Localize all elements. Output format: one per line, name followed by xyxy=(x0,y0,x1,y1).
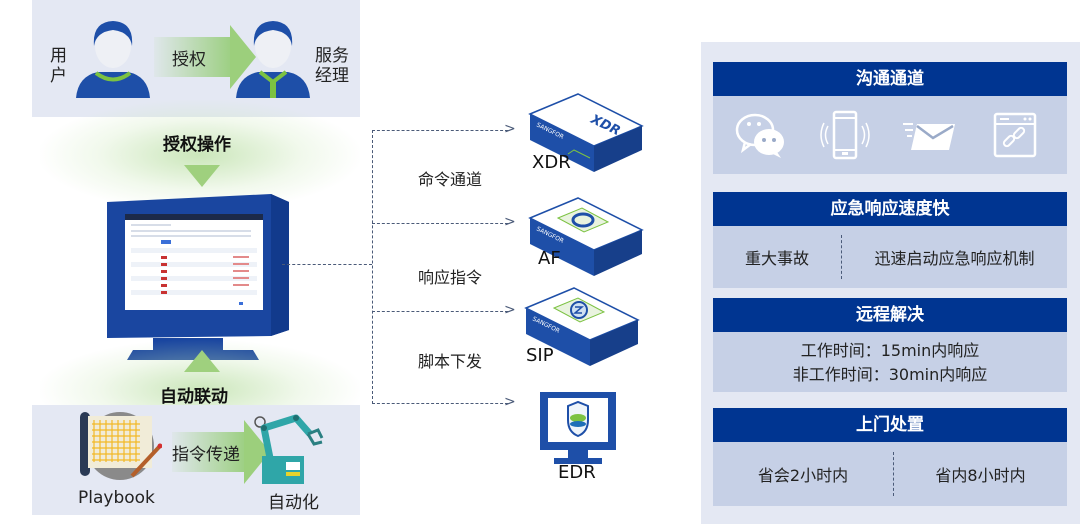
emergency-response-card: 应急响应速度快 重大事故 迅速启动应急响应机制 xyxy=(713,192,1067,288)
communication-icons xyxy=(713,96,1067,174)
chevron-right-icon: > xyxy=(504,394,516,410)
auto-linkage-label: 自动联动 xyxy=(160,387,228,407)
authorization-flow-glow xyxy=(40,100,360,210)
channel-trunk xyxy=(372,130,373,404)
service-panel: 沟通通道 xyxy=(701,42,1080,524)
divider xyxy=(893,451,894,497)
af-appliance-icon: SANGFOR xyxy=(528,197,644,276)
authorize-arrow: 授权 xyxy=(154,25,256,89)
connector-sip xyxy=(372,311,508,312)
remote-resolution-title: 远程解决 xyxy=(713,298,1067,332)
up-arrow-icon xyxy=(184,350,220,372)
instruction-transfer-arrow: 指令传递 xyxy=(172,420,270,484)
major-incident-text: 重大事故 xyxy=(744,249,809,268)
email-icon xyxy=(903,123,955,150)
onsite-service-card: 上门处置 省会2小时内 省内8小时内 xyxy=(713,408,1067,506)
user-label-line-1: 用 xyxy=(50,46,67,66)
connector-xdr xyxy=(372,130,508,131)
connector-edr xyxy=(372,403,508,404)
down-arrow-icon xyxy=(184,165,220,187)
in-province-time: 省内8小时内 xyxy=(935,466,1026,485)
mobile-phone-icon xyxy=(820,110,870,160)
communication-card: 沟通通道 xyxy=(713,62,1067,174)
sip-appliance-icon: SANGFOR xyxy=(524,287,640,366)
wechat-icon xyxy=(735,113,784,158)
playbook-icon xyxy=(80,412,162,480)
communication-title: 沟通通道 xyxy=(713,62,1067,96)
console-monitor xyxy=(107,194,289,360)
service-manager-label-line-2: 经理 xyxy=(315,66,349,86)
playbook-label: Playbook xyxy=(78,488,155,508)
edr-label: EDR xyxy=(558,462,596,483)
af-label: AF xyxy=(538,248,561,269)
channel-label-response: 响应指令 xyxy=(418,268,483,287)
chevron-right-icon: > xyxy=(504,214,516,230)
capital-city-time: 省会2小时内 xyxy=(757,466,849,485)
automation-label: 自动化 xyxy=(268,493,319,513)
authorize-arrow-label: 授权 xyxy=(172,50,206,70)
service-manager-label: 服务 经理 xyxy=(315,46,349,86)
user-label: 用 户 xyxy=(50,46,67,86)
user-avatar-icon xyxy=(76,21,150,98)
remote-resolution-card: 远程解决 工作时间：15min内响应 非工作时间：30min内响应 xyxy=(713,298,1067,392)
off-hours-response: 非工作时间：30min内响应 xyxy=(792,365,988,384)
authorization-operation-label: 授权操作 xyxy=(163,135,231,155)
onsite-service-title: 上门处置 xyxy=(713,408,1067,442)
service-manager-label-line-1: 服务 xyxy=(315,46,349,66)
edr-endpoint-icon xyxy=(540,392,616,464)
xdr-label: XDR xyxy=(532,152,571,173)
divider xyxy=(841,235,842,279)
user-label-line-2: 户 xyxy=(50,66,67,86)
service-manager-avatar-icon xyxy=(236,21,310,98)
work-hours-response: 工作时间：15min内响应 xyxy=(800,341,980,360)
connector-af xyxy=(372,223,508,224)
web-link-icon xyxy=(993,112,1037,158)
sip-label: SIP xyxy=(526,345,554,366)
robot-arm-icon xyxy=(254,414,324,484)
channel-label-script: 脚本下发 xyxy=(418,352,483,371)
chevron-right-icon: > xyxy=(504,121,516,137)
xdr-appliance-icon: XDR SANGFOR xyxy=(528,93,644,172)
chevron-right-icon: > xyxy=(504,302,516,318)
console-connector xyxy=(282,264,372,265)
instruction-transfer-label: 指令传递 xyxy=(172,445,240,465)
channel-label-command: 命令通道 xyxy=(418,170,483,189)
emergency-response-title: 应急响应速度快 xyxy=(713,192,1067,226)
rapid-response-text: 迅速启动应急响应机制 xyxy=(874,249,1035,268)
